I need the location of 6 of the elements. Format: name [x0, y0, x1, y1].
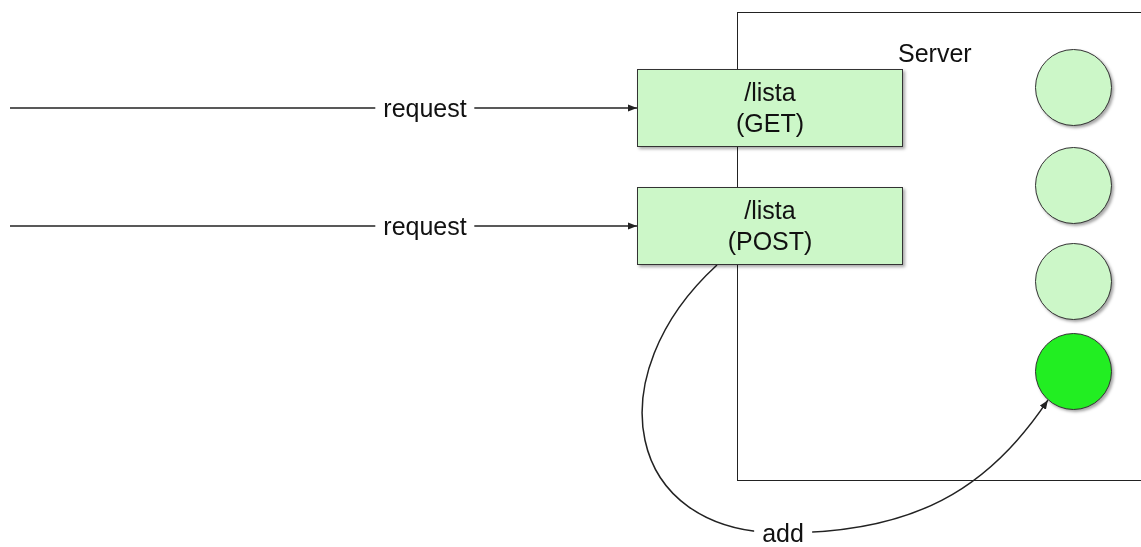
route-box — [637, 69, 903, 147]
route-label: /lista (GET) — [734, 76, 805, 139]
route-box — [637, 187, 903, 265]
arrow — [641, 264, 1049, 534]
route-label: /lista (POST) — [726, 194, 814, 257]
server-label: Server — [898, 39, 972, 68]
